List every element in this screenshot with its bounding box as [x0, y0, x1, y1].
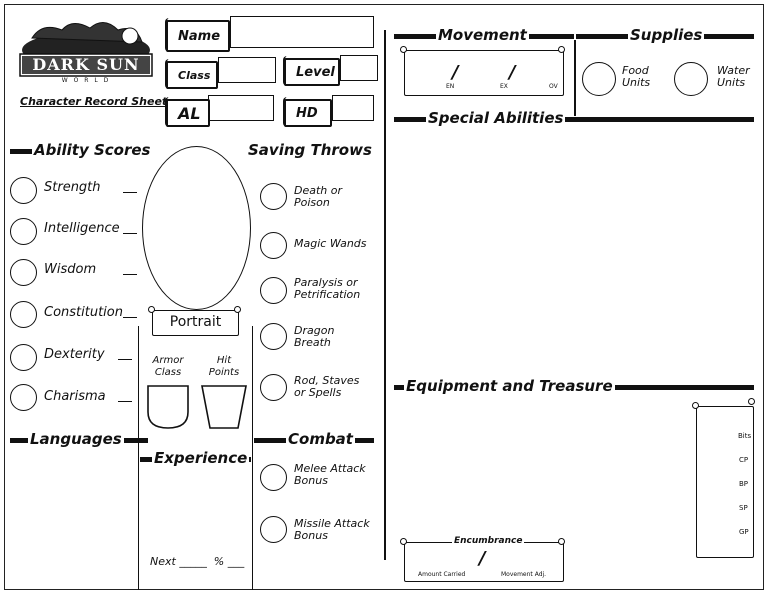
coin-gp: GP: [739, 528, 749, 536]
portrait-scroll-curl-left: [148, 306, 155, 313]
movement-scroll-curl-right: [558, 46, 565, 53]
strength-blank[interactable]: [123, 192, 137, 193]
level-label: Level: [283, 56, 340, 86]
supplies-heading: Supplies: [576, 26, 754, 46]
intelligence-circle[interactable]: [10, 218, 37, 245]
equipment-heading: Equipment and Treasure: [394, 377, 754, 397]
ability-scores-heading: Ability Scores: [10, 141, 153, 161]
encumbrance-box[interactable]: [404, 542, 564, 582]
al-field[interactable]: [208, 95, 274, 121]
charisma-label: Charisma: [44, 389, 106, 404]
movement-heading: Movement: [394, 26, 574, 46]
encumbrance-adj: Movement Adj.: [501, 571, 547, 578]
movement-scroll-curl-left: [400, 46, 407, 53]
movement-en: EN: [446, 83, 455, 90]
center-column-box: [138, 326, 253, 590]
movement-box[interactable]: [404, 50, 564, 96]
constitution-circle[interactable]: [10, 301, 37, 328]
experience-next[interactable]: Next _____ % ___: [150, 555, 245, 568]
saving-throws-heading: Saving Throws: [246, 141, 374, 159]
logo-text: DARK SUN: [32, 55, 140, 74]
magic-wands-label: Magic Wands: [294, 237, 367, 250]
strength-circle[interactable]: [10, 177, 37, 204]
page-divider: [384, 30, 386, 560]
food-units-circle[interactable]: [582, 62, 616, 96]
hd-label: HD: [283, 97, 332, 127]
dexterity-blank[interactable]: [118, 359, 132, 360]
coins-scroll-curl-right: [748, 398, 755, 405]
coins-scroll-curl-left: [692, 402, 699, 409]
al-label: AL: [165, 97, 210, 127]
name-label: Name: [165, 18, 230, 52]
dexterity-label: Dexterity: [44, 347, 105, 362]
water-units-circle[interactable]: [674, 62, 708, 96]
coin-bits: Bits: [738, 432, 752, 440]
paralysis-circle[interactable]: [260, 277, 287, 304]
encumbrance-label: Encumbrance: [452, 536, 525, 546]
constitution-blank[interactable]: [123, 317, 137, 318]
armor-class-shield[interactable]: [146, 384, 190, 434]
level-field[interactable]: [340, 55, 378, 81]
strength-label: Strength: [44, 180, 101, 195]
dexterity-circle[interactable]: [10, 344, 37, 371]
missile-attack-circle[interactable]: [260, 516, 287, 543]
hit-points-cup[interactable]: [200, 384, 248, 434]
intelligence-blank[interactable]: [123, 233, 137, 234]
coin-cp: CP: [739, 456, 749, 464]
death-poison-circle[interactable]: [260, 183, 287, 210]
languages-heading: Languages: [10, 430, 148, 450]
portrait-scroll-curl-right: [234, 306, 241, 313]
class-field[interactable]: [218, 57, 276, 83]
portrait-oval[interactable]: [142, 146, 251, 310]
combat-heading: Combat: [254, 430, 374, 450]
charisma-blank[interactable]: [118, 401, 132, 402]
name-field[interactable]: [230, 16, 374, 48]
movement-ex: EX: [500, 83, 508, 90]
logo-subtext: W O R L D: [61, 77, 111, 84]
movement-slash-1: /: [452, 62, 459, 83]
constitution-label: Constitution: [44, 305, 123, 320]
coins-box[interactable]: [696, 406, 754, 558]
encumbrance-scroll-curl-left: [400, 538, 407, 545]
wisdom-label: Wisdom: [44, 262, 97, 277]
melee-attack-circle[interactable]: [260, 464, 287, 491]
class-label: Class: [165, 59, 218, 89]
movement-ov: OV: [549, 83, 558, 90]
rod-staves-circle[interactable]: [260, 374, 287, 401]
dark-sun-logo: DARK SUN W O R L D: [12, 16, 160, 90]
hd-field[interactable]: [332, 95, 374, 121]
supplies-divider: [574, 40, 576, 116]
movement-slash-2: /: [509, 62, 516, 83]
portrait-label: Portrait: [152, 310, 239, 336]
experience-heading: Experience: [140, 449, 251, 469]
coin-bp: BP: [739, 480, 749, 488]
magic-wands-circle[interactable]: [260, 232, 287, 259]
encumbrance-scroll-curl-right: [558, 538, 565, 545]
wisdom-blank[interactable]: [123, 274, 137, 275]
charisma-circle[interactable]: [10, 384, 37, 411]
sheet-subtitle: Character Record Sheet: [20, 95, 168, 108]
coin-sp: SP: [739, 504, 748, 512]
character-sheet: [4, 4, 764, 590]
special-abilities-heading: Special Abilities: [394, 109, 754, 129]
encumbrance-carried: Amount Carried: [418, 571, 466, 578]
encumbrance-slash: /: [479, 548, 486, 569]
dragon-breath-circle[interactable]: [260, 323, 287, 350]
intelligence-label: Intelligence: [44, 221, 120, 236]
wisdom-circle[interactable]: [10, 259, 37, 286]
